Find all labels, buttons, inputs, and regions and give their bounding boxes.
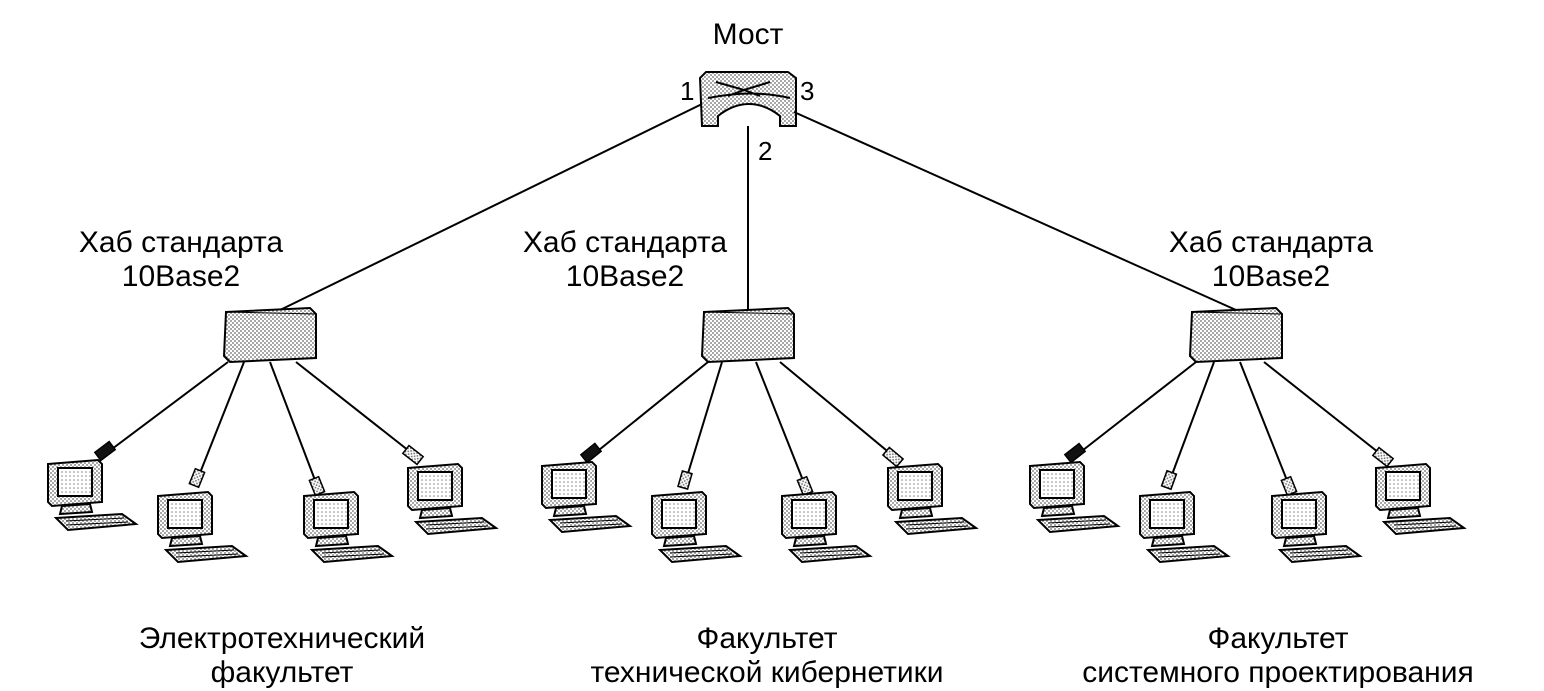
computer-icon <box>47 459 137 531</box>
connector-plugs <box>93 440 1395 497</box>
link-bridge-hub-3 <box>793 111 1237 311</box>
bridge-port-2-label: 2 <box>758 136 773 166</box>
hub-2-label-line1: Хаб стандарта <box>522 226 728 259</box>
hub-1-label-line1: Хаб стандарта <box>78 226 284 259</box>
computer-icon <box>157 491 247 563</box>
department-1-label: Электротехнический факультет <box>139 622 425 690</box>
computer-icon <box>1139 491 1229 563</box>
link-bridge-hub-1 <box>275 103 703 313</box>
hub-1-cables <box>107 361 419 489</box>
computer-icon <box>1029 461 1119 533</box>
department-2-label-line2: технической кибернетики <box>590 656 944 689</box>
bridge-label: Мост <box>712 18 784 51</box>
department-2-label: Факультет технической кибернетики <box>590 622 943 690</box>
hub-2-label-line2: 10Base2 <box>565 260 685 293</box>
hub-2-label: Хаб стандарта 10Base2 <box>523 226 727 294</box>
computer-icon <box>541 461 631 533</box>
bridge-port-1-label: 1 <box>680 76 695 106</box>
hub-icon <box>701 307 795 363</box>
hub-icon <box>223 307 317 363</box>
department-3-label-line1: Факультет <box>1207 622 1349 655</box>
department-3-label: Факультет системного проектирования <box>1082 622 1474 690</box>
hub-1-label: Хаб стандарта 10Base2 <box>79 226 283 294</box>
computer-icon <box>651 491 741 563</box>
hub-icon <box>1189 307 1283 363</box>
computer-icon <box>1271 491 1361 563</box>
bridge-icon <box>698 71 797 127</box>
hub-3-label-line2: 10Base2 <box>1211 260 1331 293</box>
hub-3-label: Хаб стандарта 10Base2 <box>1169 226 1373 294</box>
computer-icon <box>407 463 497 535</box>
department-3-label-line2: системного проектирования <box>1082 656 1474 689</box>
hub-3-cables <box>1077 361 1389 489</box>
computer-icon <box>887 463 977 535</box>
computer-icon <box>781 491 871 563</box>
hub-2-cables <box>593 361 899 489</box>
bridge-port-3-label: 3 <box>800 76 815 106</box>
hub-3-label-line1: Хаб стандарта <box>1168 226 1374 259</box>
computer-icon <box>1375 463 1465 535</box>
computer-icon <box>303 491 393 563</box>
department-1-label-line2: факультет <box>210 656 354 689</box>
hub-1-label-line2: 10Base2 <box>121 260 241 293</box>
department-1-label-line1: Электротехнический <box>138 622 426 655</box>
department-2-label-line1: Факультет <box>696 622 838 655</box>
